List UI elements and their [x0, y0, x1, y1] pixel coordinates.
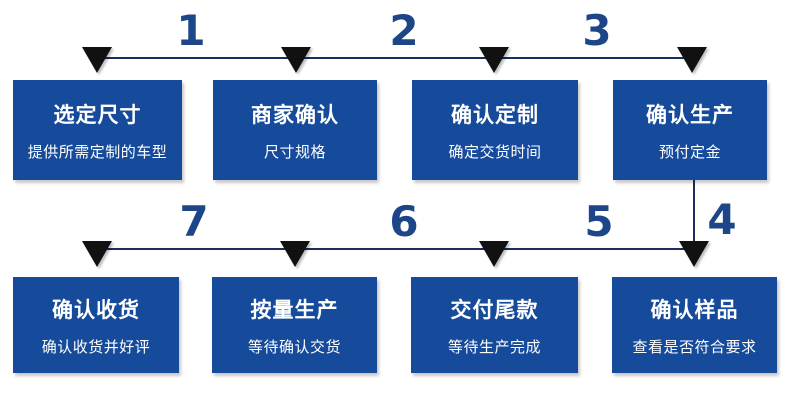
step-box-4: 确认生产 预付定金 [613, 80, 767, 180]
arrow-down-icon [281, 47, 311, 73]
arrow-down-icon [82, 47, 112, 73]
sequence-number-5: 5 [584, 197, 614, 246]
step-box-2: 商家确认 尺寸规格 [213, 80, 377, 180]
arrow-down-icon [677, 47, 707, 73]
connector-line-vertical [693, 180, 695, 252]
step-title: 交付尾款 [450, 297, 539, 322]
sequence-number-3: 3 [582, 6, 612, 55]
step-title: 确认定制 [451, 102, 539, 127]
step-title: 确认收货 [52, 297, 140, 322]
arrow-down-icon [280, 241, 310, 267]
step-subtitle: 等待确认交货 [247, 337, 341, 356]
step-box-1: 选定尺寸 提供所需定制的车型 [13, 80, 182, 180]
step-subtitle: 尺寸规格 [263, 142, 326, 161]
step-title: 商家确认 [251, 102, 339, 127]
step-title: 按量生产 [250, 297, 339, 322]
arrow-down-icon [479, 47, 509, 73]
arrow-down-icon [82, 241, 112, 267]
step-box-6: 按量生产 等待确认交货 [212, 277, 377, 373]
step-subtitle: 确定交货时间 [448, 142, 542, 161]
sequence-number-4: 4 [707, 195, 737, 244]
sequence-number-2: 2 [389, 6, 419, 55]
connector-line-bottom [97, 248, 694, 250]
step-subtitle: 等待生产完成 [447, 337, 541, 356]
step-subtitle: 确认收货并好评 [41, 337, 151, 356]
step-box-5: 交付尾款 等待生产完成 [411, 277, 578, 373]
connector-line-top [97, 57, 694, 59]
step-title: 选定尺寸 [53, 102, 142, 127]
step-box-sample: 确认样品 查看是否符合要求 [612, 277, 777, 373]
step-subtitle: 查看是否符合要求 [632, 337, 757, 356]
step-box-7: 确认收货 确认收货并好评 [13, 277, 179, 373]
sequence-number-7: 7 [179, 197, 209, 246]
sequence-number-1: 1 [176, 6, 206, 55]
step-subtitle: 预付定金 [658, 142, 721, 161]
arrow-down-icon [679, 241, 709, 267]
sequence-number-6: 6 [389, 197, 419, 246]
step-title: 确认样品 [650, 297, 739, 322]
step-box-3: 确认定制 确定交货时间 [412, 80, 578, 180]
step-title: 确认生产 [646, 102, 734, 127]
step-subtitle: 提供所需定制的车型 [27, 142, 168, 161]
arrow-down-icon [479, 241, 509, 267]
